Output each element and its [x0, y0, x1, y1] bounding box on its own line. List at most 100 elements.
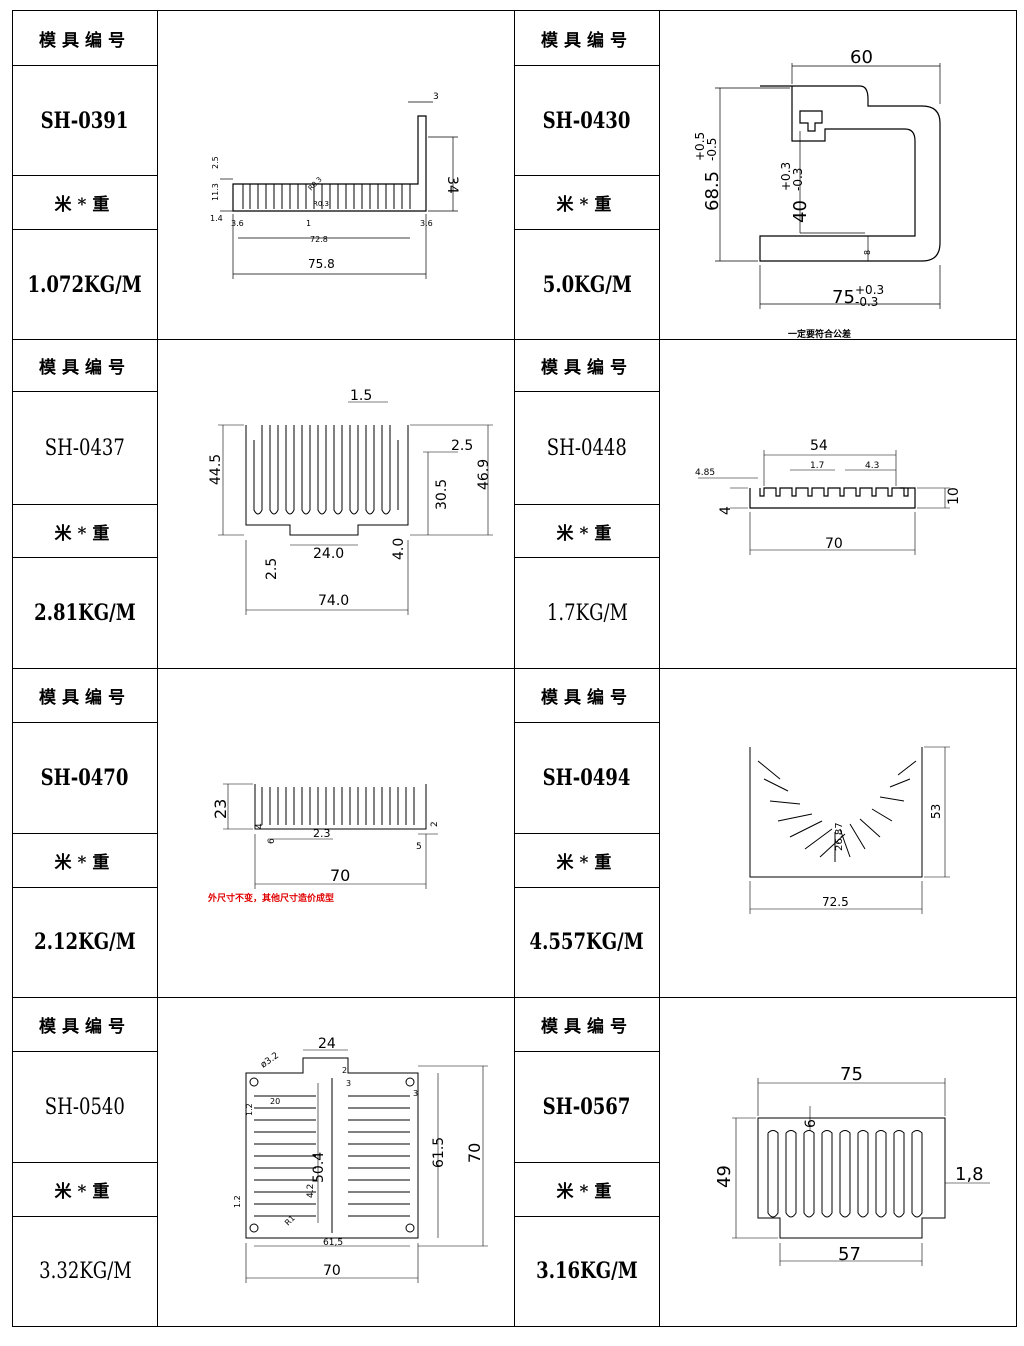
dim-width-top: 60 [850, 47, 873, 68]
dim-base: 2.5 [264, 558, 280, 580]
dim-thickness: 3 [433, 92, 439, 102]
mold-number-label: 模具编号 [514, 10, 660, 66]
dim-total-width: 75.8 [308, 257, 335, 271]
dim-base-thickness: 8 [863, 250, 872, 255]
weight-value: 1.7KG/M [514, 557, 660, 669]
weight-value: 4.557KG/M [514, 886, 660, 999]
mold-number-label: 模具编号 [514, 996, 660, 1053]
dim-gap: 4.3 [865, 461, 879, 471]
mold-code: SH-0494 [514, 722, 660, 835]
dim-fin-base: 4 [255, 823, 265, 829]
dim-inner-height: 50.4 [311, 1152, 327, 1183]
dim-height: 23 [211, 799, 230, 819]
dim-wall: 1,8 [955, 1164, 984, 1185]
dim-inner-width: 72.8 [310, 235, 328, 244]
dim-base: 11.3 [211, 183, 220, 201]
dim-fin-len: 20 [270, 1097, 280, 1106]
dim-height-tol-up: +0.5 [693, 132, 707, 161]
mold-number-label: 模具编号 [12, 667, 158, 724]
dim-fin: 1 [306, 219, 311, 228]
profile-drawing-sh0391: 3 34 2.5 11.3 1.4 3.6 1 72.8 75.8 3.6 R0… [210, 92, 460, 279]
dim-edge: 1.4 [210, 214, 223, 223]
dim-hole: ø3.2 [259, 1051, 281, 1071]
profile-drawing-sh0430: 60 68.5 +0.5 -0.5 40 +0.3 -0.3 8 75 +0.3… [693, 47, 941, 309]
dim-fin-thickness: 1.5 [350, 388, 372, 404]
weight-value: 2.12KG/M [12, 886, 158, 999]
red-note: 外尺寸不变，其他尺寸造价成型 [208, 894, 335, 904]
dim-slot-width: 24.0 [313, 546, 344, 562]
dim-inner-height: 40 [790, 200, 811, 223]
dim-radius-2: R0.3 [313, 200, 329, 208]
dim-height-inner: 61.5 [431, 1137, 447, 1168]
dim-width: 70 [825, 536, 843, 552]
weight-value: 1.072KG/M [12, 229, 158, 340]
dim-pitch-end: 3.6 [420, 219, 433, 228]
weight-value: 2.81KG/M [12, 557, 158, 669]
dim-slot-width: 24 [318, 1036, 336, 1052]
mold-number-label: 模具编号 [12, 996, 158, 1053]
dim-pitch: 6 [803, 1119, 819, 1128]
dim-height-tol-down: -0.5 [705, 138, 719, 161]
dim-flange: 2.5 [211, 156, 220, 169]
dim-height: 10 [946, 487, 962, 505]
mold-code: SH-0540 [12, 1051, 158, 1164]
dim-inner-width: 61,5 [323, 1238, 343, 1248]
mold-code: SH-0470 [12, 722, 158, 835]
dim-total-height: 46.9 [476, 459, 492, 490]
profile-drawing-sh0567: 75 6 49 1,8 57 [714, 1064, 990, 1266]
dim-width: 75 [832, 287, 855, 308]
profile-drawing-sh0448: 54 4.85 1.7 4.3 4 10 70 [695, 438, 962, 555]
drawing-cell-sh0437: 1.5 44.5 2.5 46.9 30.5 24.0 2.5 4.0 74.0 [157, 339, 515, 669]
drawing-cell-sh0567: 75 6 49 1,8 57 [659, 997, 1017, 1327]
drawing-cell-sh0448: 54 4.85 1.7 4.3 4 10 70 [659, 339, 1017, 669]
profile-drawing-sh0494: 53 72.5 26.87 [749, 746, 950, 914]
profile-drawing-sh0470: 23 4 6 2.3 2 5 70 [211, 783, 440, 889]
drawing-cell-sh0430: 60 68.5 +0.5 -0.5 40 +0.3 -0.3 8 75 +0.3… [659, 10, 1017, 340]
dim-height: 53 [929, 804, 943, 819]
dim-inner-tol-down: -0.3 [791, 168, 805, 191]
drawing-cell-sh0391: 3 34 2.5 11.3 1.4 3.6 1 72.8 75.8 3.6 R0… [157, 10, 515, 340]
weight-label: 米*重 [514, 833, 660, 888]
mold-code: SH-0391 [12, 65, 158, 176]
dim-top-gap: 2.5 [451, 438, 473, 454]
drawing-cell-sh0494: 53 72.5 26.87 [659, 668, 1017, 998]
dim-width: 72.5 [822, 895, 849, 909]
mold-code: SH-0448 [514, 391, 660, 505]
mold-number-label: 模具编号 [12, 338, 158, 393]
dim-inner-tol-up: +0.3 [779, 162, 793, 191]
weight-label: 米*重 [12, 1162, 158, 1217]
dim-height: 70 [465, 1143, 484, 1163]
dim-base-width: 57 [838, 1244, 861, 1265]
weight-value: 3.32KG/M [12, 1215, 158, 1328]
profile-drawing-sh0540: 24 ø3.2 1.2 2 20 50.4 4.2 1.2 R1 61.5 70… [233, 1036, 488, 1283]
mold-number-label: 模具编号 [514, 667, 660, 724]
dim-base: 4 [718, 506, 734, 515]
weight-label: 米*重 [514, 503, 660, 559]
dim-notch-depth: 3 [346, 1079, 351, 1088]
dim-width-tol-up: +0.3 [855, 283, 884, 297]
dim-fin-thk-bottom: 1.2 [233, 1195, 242, 1208]
dim-width: 74.0 [318, 593, 349, 609]
dim-height: 68.5 [702, 171, 723, 211]
dim-step: 4.0 [391, 538, 407, 560]
mold-code: SH-0437 [12, 391, 158, 505]
dim-width: 70 [323, 1263, 341, 1279]
dim-foot: 5 [416, 842, 422, 852]
dim-notch: 2 [342, 1066, 347, 1075]
weight-value: 5.0KG/M [514, 229, 660, 340]
catalog-table: 模具编号 [12, 10, 1017, 1328]
dim-height: 49 [714, 1165, 735, 1188]
dim-edge-depth: 3 [413, 1089, 418, 1098]
dim-pitch: 1.7 [810, 461, 824, 471]
mold-number-label: 模具编号 [12, 10, 158, 66]
profile-drawing-sh0437: 1.5 44.5 2.5 46.9 30.5 24.0 2.5 4.0 74.0 [208, 388, 493, 615]
dim-fin-thk-top: 1.2 [245, 1103, 254, 1116]
dim-height: 34 [444, 176, 460, 194]
dim-height: 44.5 [208, 454, 224, 485]
drawing-cell-sh0540: 24 ø3.2 1.2 2 20 50.4 4.2 1.2 R1 61.5 70… [157, 997, 515, 1327]
dim-center-fin: 26.87 [834, 822, 845, 851]
dim-base: 6 [267, 838, 277, 844]
dim-fin-height: 30.5 [434, 479, 450, 510]
dim-width: 70 [330, 866, 350, 885]
dim-pitch: 4.2 [306, 1184, 316, 1198]
